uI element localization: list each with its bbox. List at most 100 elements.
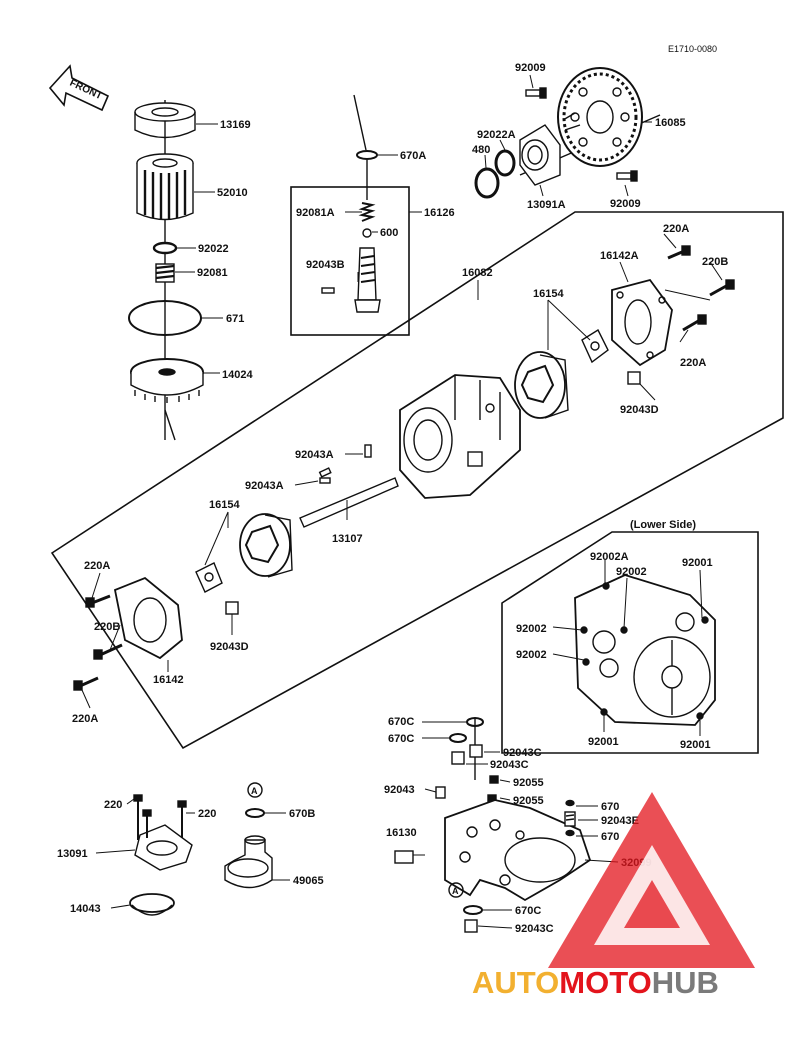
label-49065: 49065 xyxy=(293,875,324,887)
svg-text:AUTOMOTOHUB: AUTOMOTOHUB xyxy=(472,965,719,1000)
oil-filter-stack xyxy=(128,100,204,441)
label-16154-top: 16154 xyxy=(533,288,564,300)
spring-92081 xyxy=(155,263,175,283)
label-220B-left: 220B xyxy=(94,621,120,633)
flange-13091A xyxy=(519,124,561,186)
label-220A-left-top: 220A xyxy=(84,560,110,572)
cover-16142 xyxy=(113,576,183,660)
label-92055-1: 92055 xyxy=(513,777,544,789)
label-92009-bottom: 92009 xyxy=(610,198,641,210)
automotohub-watermark: AUTOMOTOHUB xyxy=(472,792,755,1000)
bolt-220A-left-bottom xyxy=(73,676,99,691)
bolt-220B-top xyxy=(709,279,735,297)
label-13091A: 13091A xyxy=(527,199,566,211)
label-92009-top: 92009 xyxy=(515,62,546,74)
bolt-220A-top xyxy=(667,245,691,260)
label-670C-1: 670C xyxy=(388,716,414,728)
label-92022: 92022 xyxy=(198,243,229,255)
leader-lines xyxy=(81,74,723,929)
label-220-right: 220 xyxy=(198,808,216,820)
label-92043A-upper: 92043A xyxy=(295,449,334,461)
label-671: 671 xyxy=(226,313,244,325)
pin-92043D-bottom xyxy=(225,601,239,615)
label-92002-a: 92002 xyxy=(616,566,647,578)
label-16142: 16142 xyxy=(153,674,184,686)
label-92002-c: 92002 xyxy=(516,649,547,661)
svg-text:A: A xyxy=(251,786,258,796)
label-13091: 13091 xyxy=(57,848,88,860)
filter-cover-13169 xyxy=(134,102,196,139)
part-labels: 13169 52010 92022 92081 671 14024 92009 … xyxy=(57,62,728,935)
pin-92043A-lower xyxy=(319,477,331,484)
label-92043A-lower: 92043A xyxy=(245,480,284,492)
label-92055-2: 92055 xyxy=(513,795,544,807)
sprocket-16085 xyxy=(557,67,643,167)
pin-92043D-top xyxy=(627,371,641,385)
label-220-left: 220 xyxy=(104,799,122,811)
lower-side-label: (Lower Side) xyxy=(630,519,696,531)
pin-92043B xyxy=(321,287,335,294)
o-ring-670A xyxy=(356,150,378,160)
circlip-480 xyxy=(474,167,500,199)
rotor-16154-bottom xyxy=(239,513,293,578)
lower-side-housing xyxy=(574,574,716,726)
cover-16142A xyxy=(611,278,673,367)
valve-body xyxy=(354,247,381,313)
label-92081: 92081 xyxy=(197,267,228,279)
strainer-13091 xyxy=(133,794,193,871)
relief-valve-box-16126 xyxy=(290,94,410,336)
washer-92022 xyxy=(152,241,178,255)
screen-14043 xyxy=(129,893,175,916)
label-14043: 14043 xyxy=(70,903,101,915)
label-220A-left-bottom: 220A xyxy=(72,713,98,725)
pin-92043A-upper xyxy=(364,444,372,458)
drawing-code: E1710-0080 xyxy=(668,44,717,54)
label-16082: 16082 xyxy=(462,267,493,279)
label-220A-top: 220A xyxy=(663,223,689,235)
label-14024: 14024 xyxy=(222,369,253,381)
rotor-16154-top xyxy=(514,351,569,419)
label-670-1: 670 xyxy=(601,801,619,813)
shaft-13107 xyxy=(299,467,399,528)
lower-housing-32099 xyxy=(394,717,592,933)
lower-side-panel xyxy=(501,531,759,754)
label-92043D-bottom: 92043D xyxy=(210,641,249,653)
sprocket-assembly xyxy=(474,67,661,199)
label-670A: 670A xyxy=(400,150,426,162)
washer-92022A xyxy=(494,149,516,177)
label-670-2: 670 xyxy=(601,831,619,843)
filter-case-14024 xyxy=(130,358,204,403)
label-92043C-2: 92043C xyxy=(490,759,529,771)
label-52010: 52010 xyxy=(217,187,248,199)
inner-rotor-top xyxy=(581,328,609,364)
spring-92081A xyxy=(358,202,376,222)
label-16154-bottom: 16154 xyxy=(209,499,240,511)
marker-A-right: A xyxy=(448,882,464,898)
label-600: 600 xyxy=(380,227,398,239)
bolt-220B-left xyxy=(93,643,123,660)
front-arrow-icon: FRONT xyxy=(48,64,110,112)
label-92002A: 92002A xyxy=(590,551,629,563)
label-670C-3: 670C xyxy=(515,905,541,917)
svg-text:A: A xyxy=(452,886,459,896)
bolt-220A-left-top xyxy=(85,594,111,608)
label-13169: 13169 xyxy=(220,119,251,131)
label-92001-b: 92001 xyxy=(588,736,619,748)
filter-element-52010 xyxy=(136,153,194,221)
bolt-220A-right xyxy=(682,314,707,332)
label-480: 480 xyxy=(472,144,490,156)
label-13107: 13107 xyxy=(332,533,363,545)
label-16085: 16085 xyxy=(655,117,686,129)
label-670C-2: 670C xyxy=(388,733,414,745)
label-92001-c: 92001 xyxy=(680,739,711,751)
bolt-92009-top xyxy=(525,87,547,99)
label-92043E: 92043E xyxy=(601,815,639,827)
pipe-49065 xyxy=(224,808,273,889)
label-92022A: 92022A xyxy=(477,129,516,141)
watermark-auto: AUTO xyxy=(472,965,559,1000)
bolt-92009-bottom xyxy=(616,170,638,182)
ball-600 xyxy=(362,228,372,238)
label-16130: 16130 xyxy=(386,827,417,839)
label-92043B: 92043B xyxy=(306,259,345,271)
